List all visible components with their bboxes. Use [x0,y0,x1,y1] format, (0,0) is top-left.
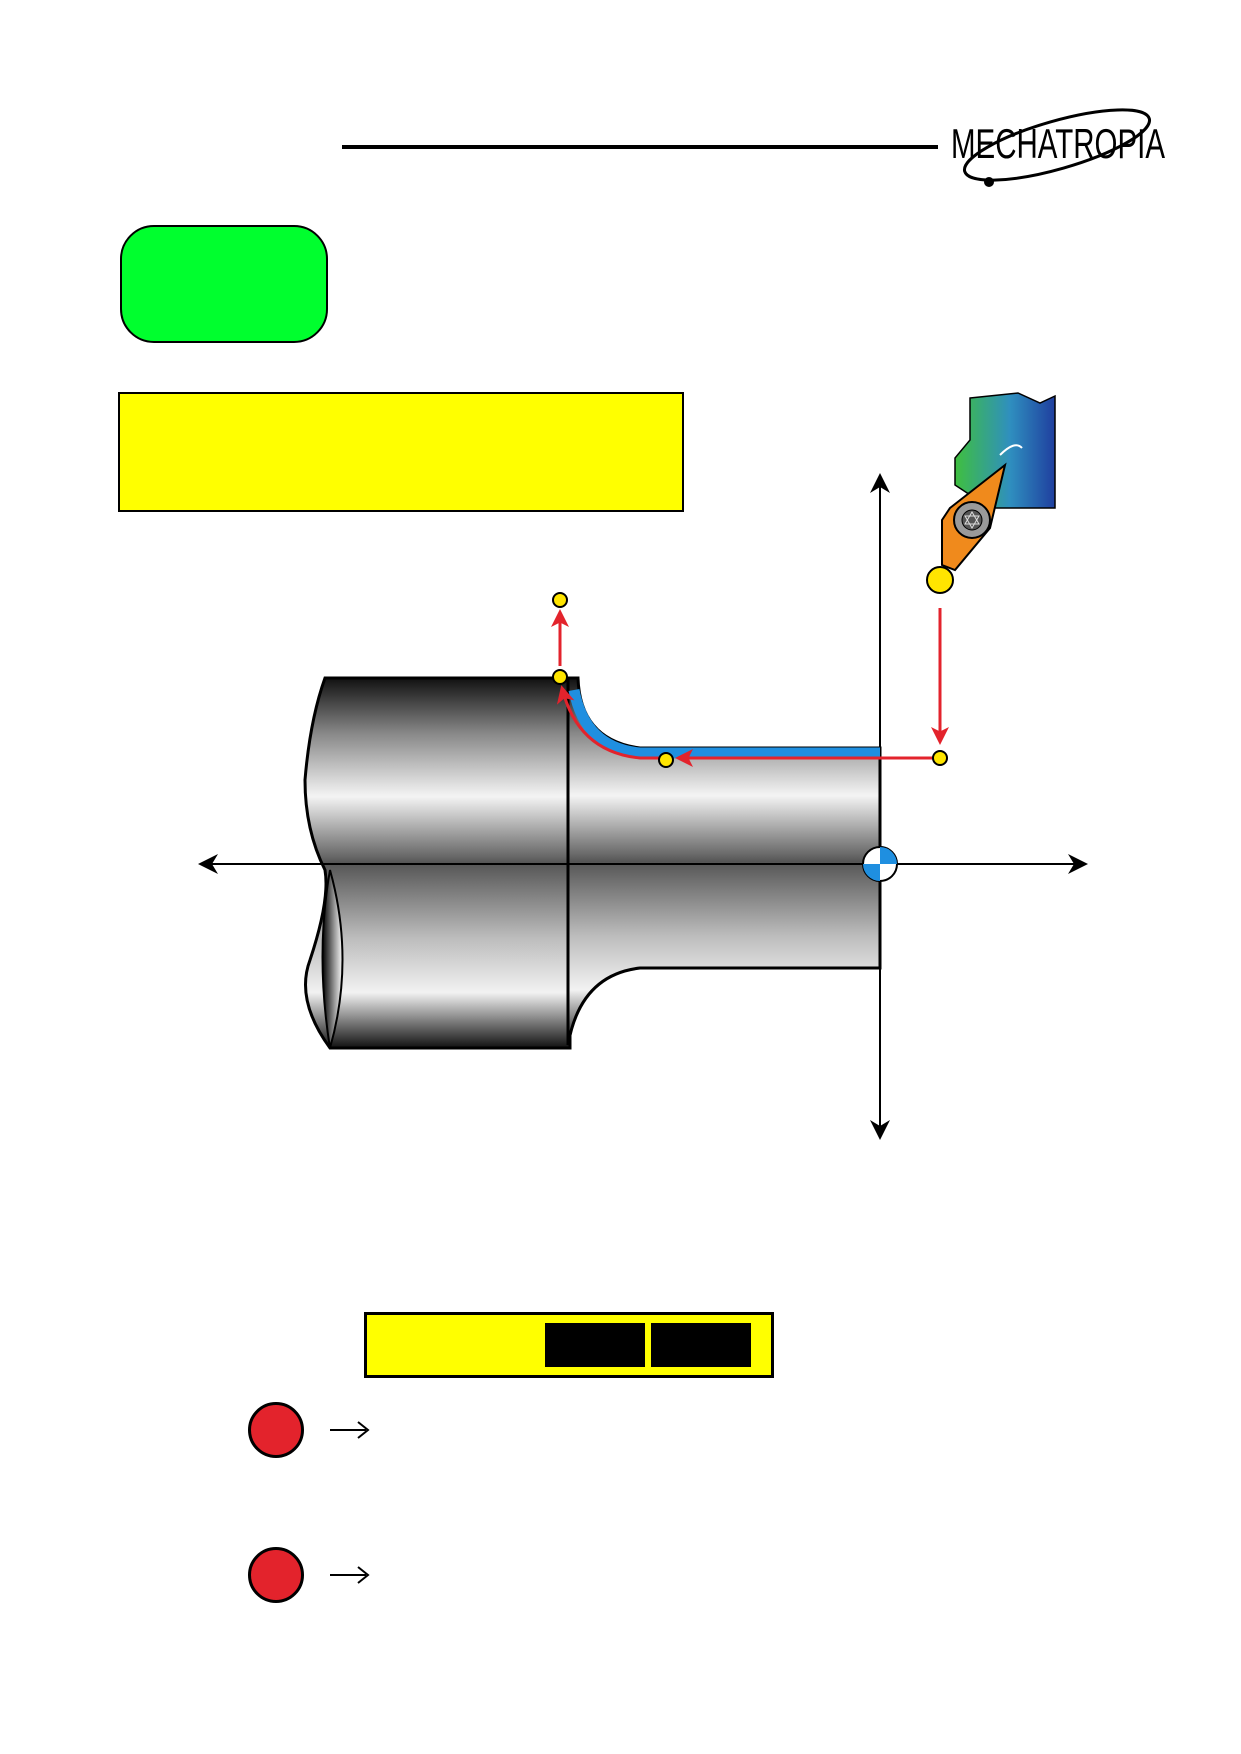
code-slot [651,1323,751,1367]
legend-item [248,1402,848,1462]
mechatropia-logo: MECHATROPIA [951,108,1165,187]
point-marker-approach [932,750,948,766]
toolpath-fillet [556,685,665,760]
workpiece [303,676,882,1050]
header-rule [342,145,938,149]
right-arrow-icon [330,1566,370,1584]
red-dot-icon [248,1547,304,1603]
point-marker-shoulder [552,669,568,685]
code-slot [545,1323,645,1367]
green-badge [120,225,328,343]
code-bar [364,1312,774,1378]
finished-contour [568,688,880,759]
right-arrow-icon [330,1421,370,1439]
point-marker-start [926,566,954,594]
point-marker-end [552,592,568,608]
logo-text: MECHATROPIA [951,120,1165,167]
red-dot-icon [248,1402,304,1458]
turning-tool-icon [941,392,1056,572]
yellow-highlight-box [118,392,684,512]
program-origin-icon [862,846,898,882]
legend-item [248,1547,848,1607]
point-marker-fillet-start [658,752,674,768]
